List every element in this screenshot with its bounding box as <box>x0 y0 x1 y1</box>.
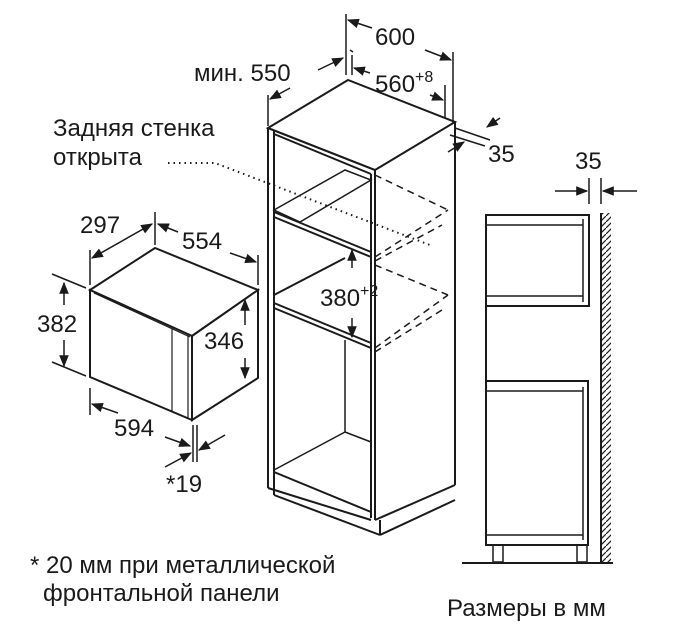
microwave-drawing <box>87 246 261 422</box>
niche-height-tolerance: +2 <box>360 283 379 300</box>
label-min-depth: мин. 550 <box>194 60 291 87</box>
label-rear-gap: 35 <box>488 141 515 168</box>
label-niche-width: 560+8 <box>375 69 433 100</box>
dashed-shelf-lines <box>374 174 449 353</box>
footnote-line2: фронтальной панели <box>43 580 280 607</box>
niche-height-value: 380 <box>320 285 361 312</box>
label-side-gap: 35 <box>575 148 602 175</box>
cabinet-drawing <box>265 78 458 536</box>
label-device-depth: 297 <box>80 212 121 239</box>
footnote-line1: * 20 мм при металлической <box>30 552 336 579</box>
wall-hatch <box>602 213 611 563</box>
label-rear-wall-open-line1: Задняя стенка <box>53 115 215 142</box>
label-front-offset: *19 <box>166 471 203 498</box>
label-device-body-height: 346 <box>204 328 245 355</box>
side-view-drawing <box>462 213 613 564</box>
label-niche-height: 380+2 <box>320 283 378 314</box>
niche-width-value: 560 <box>375 71 416 98</box>
label-device-height: 382 <box>37 311 78 338</box>
label-cabinet-width: 600 <box>375 24 416 51</box>
niche-width-tolerance: +8 <box>415 69 434 86</box>
label-device-front-width: 594 <box>114 415 155 442</box>
label-device-width: 554 <box>182 228 223 255</box>
label-rear-wall-open-line2: открыта <box>53 144 142 171</box>
side-view-dimensions <box>555 178 637 204</box>
units-note: Размеры в мм <box>447 595 606 622</box>
microwave-dimensions <box>51 212 259 468</box>
cabinet-dimensions <box>267 14 501 339</box>
